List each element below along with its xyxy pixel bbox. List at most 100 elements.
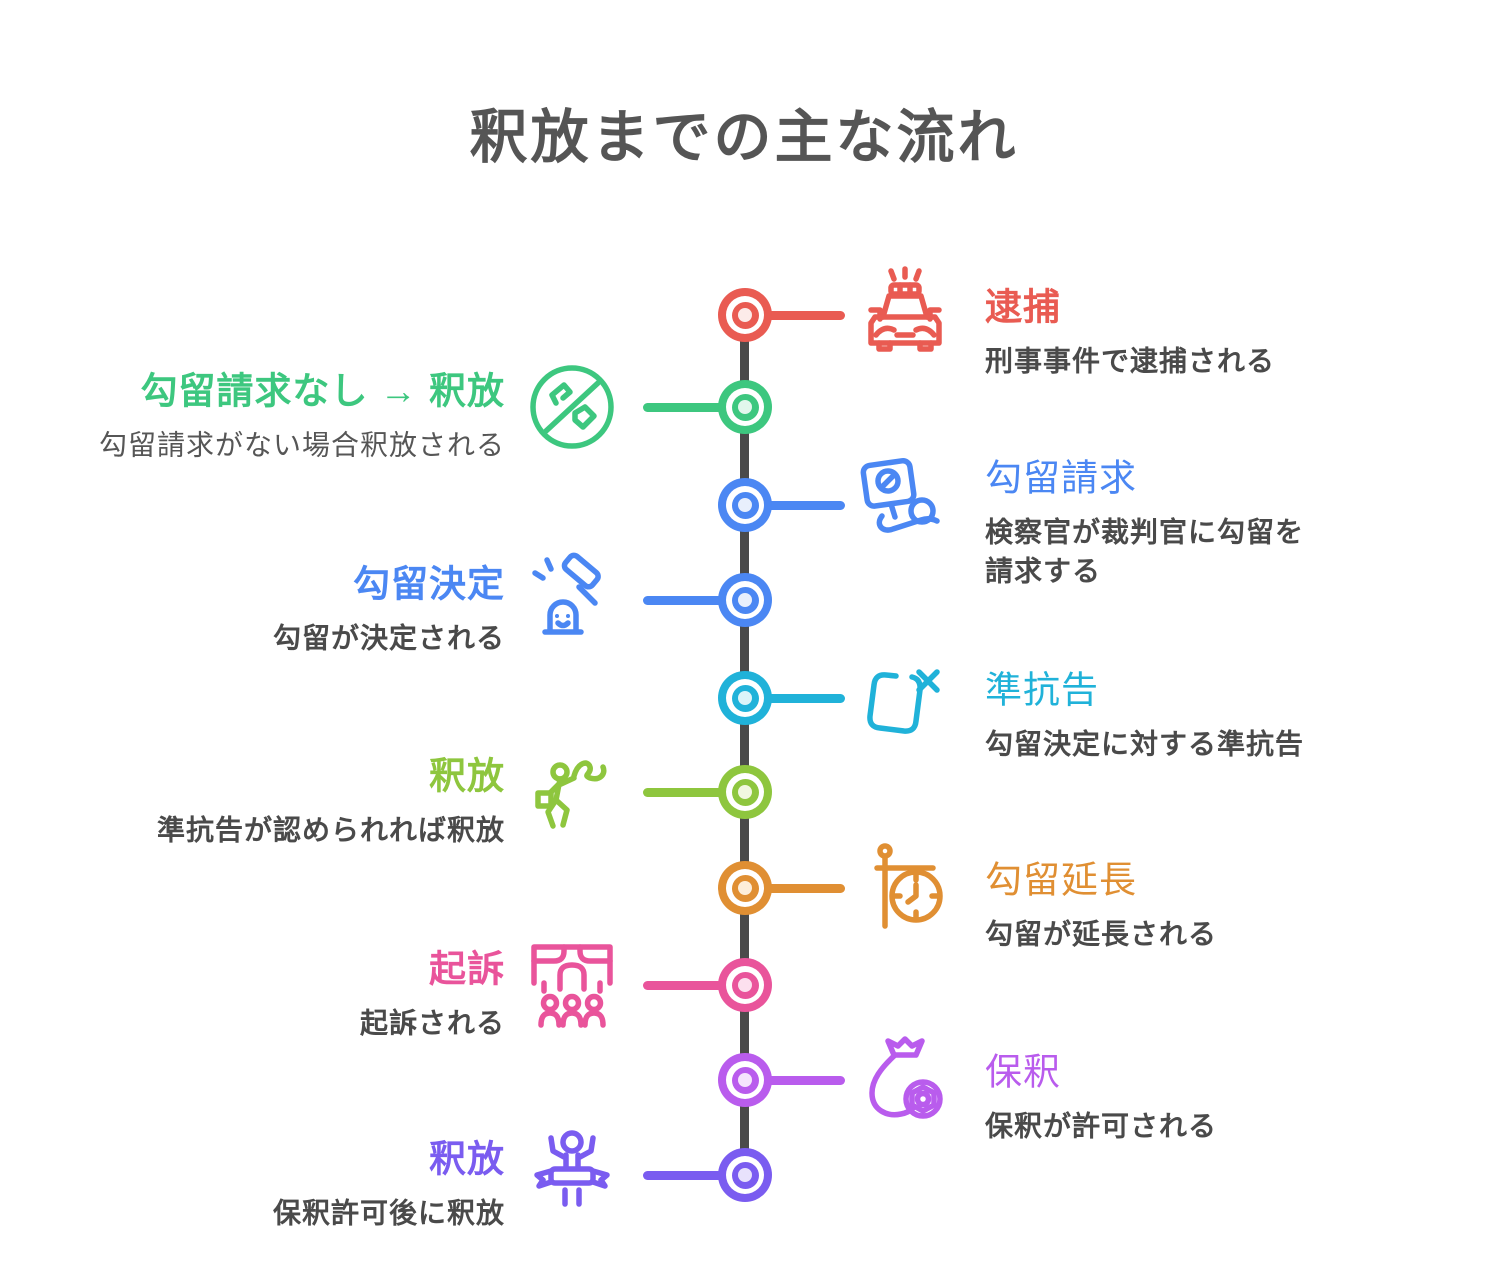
hanging-clock-icon <box>853 836 957 940</box>
step-text-block: 勾留請求なし → 釈放勾留請求がない場合釈放される <box>99 361 505 466</box>
step-text-block: 準抗告勾留決定に対する準抗告 <box>985 660 1304 765</box>
timeline-node-inner <box>731 301 759 329</box>
timeline-node <box>718 861 772 915</box>
timeline-node <box>718 478 772 532</box>
timeline-node <box>718 765 772 819</box>
timeline-node-center <box>738 785 752 799</box>
timeline-node-inner <box>731 1161 759 1189</box>
connector-line <box>643 1170 743 1180</box>
step-description-line: 起訴される <box>359 1007 505 1039</box>
timeline-node-ring <box>726 966 764 1004</box>
timeline-node-ring <box>726 869 764 907</box>
timeline-node <box>718 288 772 342</box>
timeline-node-ring <box>726 679 764 717</box>
timeline-node-center <box>738 881 752 895</box>
page-title: 釈放までの主な流れ <box>469 105 1019 170</box>
step-description: 準抗告が認められれば釈放 <box>157 812 505 851</box>
step-description: 勾留が延長される <box>985 916 1217 955</box>
timeline-node-ring <box>726 1061 764 1099</box>
step-description: 勾留が決定される <box>273 620 505 659</box>
connector-line <box>643 595 743 605</box>
timeline-node <box>718 380 772 434</box>
rejected-document-icon <box>853 646 957 750</box>
gavel-icon <box>520 548 624 652</box>
timeline-node-center <box>738 498 752 512</box>
step-text-block: 逮捕刑事事件で逮捕される <box>985 277 1275 382</box>
timeline-node-inner <box>731 1066 759 1094</box>
timeline-node <box>718 671 772 725</box>
timeline-node-center <box>738 593 752 607</box>
step-title: 保釈 <box>985 1051 1061 1093</box>
timeline-node-ring <box>726 296 764 334</box>
step-description: 刑事事件で逮捕される <box>985 343 1275 382</box>
timeline-node-inner <box>731 874 759 902</box>
connector-line <box>745 1075 845 1085</box>
step-title: 起訴 <box>429 948 505 990</box>
timeline-node-center <box>738 308 752 322</box>
timeline-node-ring <box>726 1156 764 1194</box>
money-bag-icon <box>853 1028 957 1132</box>
step-title: 勾留決定 <box>353 563 505 605</box>
finish-line-icon <box>520 1123 624 1227</box>
step-title: 釈放 <box>429 1138 505 1180</box>
timeline-node <box>718 1053 772 1107</box>
step-description-line: 検察官が裁判官に勾留を <box>985 516 1305 548</box>
connector-line <box>643 402 743 412</box>
step-description-line: 勾留が決定される <box>272 622 505 654</box>
timeline-line <box>740 315 749 1175</box>
timeline-node-center <box>738 1168 752 1182</box>
step-description-line: 刑事事件で逮捕される <box>985 345 1276 377</box>
timeline-node-center <box>738 978 752 992</box>
step-description: 起訴される <box>360 1005 505 1044</box>
timeline-node-inner <box>731 491 759 519</box>
timeline-node <box>718 1148 772 1202</box>
step-description-line: 勾留が延長される <box>985 918 1218 950</box>
courtroom-icon <box>520 933 624 1037</box>
step-description-line: 請求する <box>985 555 1102 586</box>
step-description: 保釈許可後に釈放 <box>273 1195 505 1234</box>
no-gun-icon <box>520 355 624 459</box>
step-title: 逮捕 <box>985 286 1061 328</box>
timeline-node-center <box>738 400 752 414</box>
step-text-block: 勾留請求検察官が裁判官に勾留を請求する <box>985 447 1304 590</box>
timeline-node-ring <box>726 388 764 426</box>
timeline-node <box>718 573 772 627</box>
step-description-line: 勾留請求がない場合釈放される <box>98 429 505 461</box>
step-description: 保釈が許可される <box>985 1108 1217 1147</box>
timeline-node-inner <box>731 684 759 712</box>
step-text-block: 釈放準抗告が認められれば釈放 <box>157 746 505 851</box>
step-title: 準抗告 <box>985 669 1099 711</box>
step-text-block: 釈放保釈許可後に釈放 <box>273 1129 505 1234</box>
step-title: 勾留請求 <box>985 457 1137 499</box>
step-description: 勾留請求がない場合釈放される <box>99 427 505 466</box>
timeline-node-ring <box>726 486 764 524</box>
step-description-line: 保釈許可後に釈放 <box>272 1197 505 1229</box>
timeline-node-inner <box>731 393 759 421</box>
step-description-line: 準抗告が認められれば釈放 <box>156 814 505 846</box>
connector-line <box>643 787 743 797</box>
connector-line <box>745 883 845 893</box>
timeline-node-ring <box>726 773 764 811</box>
step-title: 釈放 <box>429 755 505 797</box>
connector-line <box>643 980 743 990</box>
step-description: 勾留決定に対する準抗告 <box>985 726 1304 765</box>
running-free-icon <box>520 740 624 844</box>
step-text-block: 勾留決定勾留が決定される <box>273 554 505 659</box>
step-title: 勾留請求なし → 釈放 <box>140 370 505 412</box>
timeline-node-inner <box>731 586 759 614</box>
timeline-node-inner <box>731 778 759 806</box>
timeline-node <box>718 958 772 1012</box>
connector-line <box>745 693 845 703</box>
step-description: 検察官が裁判官に勾留を請求する <box>985 513 1304 590</box>
connector-line <box>745 310 845 320</box>
police-car-icon <box>853 263 957 367</box>
step-description-line: 勾留決定に対する準抗告 <box>985 728 1305 760</box>
timeline-node-center <box>738 691 752 705</box>
prohibition-sign-holder-icon <box>853 453 957 557</box>
step-text-block: 保釈保釈が許可される <box>985 1042 1217 1147</box>
step-description-line: 保釈が許可される <box>985 1110 1218 1142</box>
timeline-node-inner <box>731 971 759 999</box>
timeline-node-center <box>738 1073 752 1087</box>
step-title: 勾留延長 <box>985 859 1137 901</box>
